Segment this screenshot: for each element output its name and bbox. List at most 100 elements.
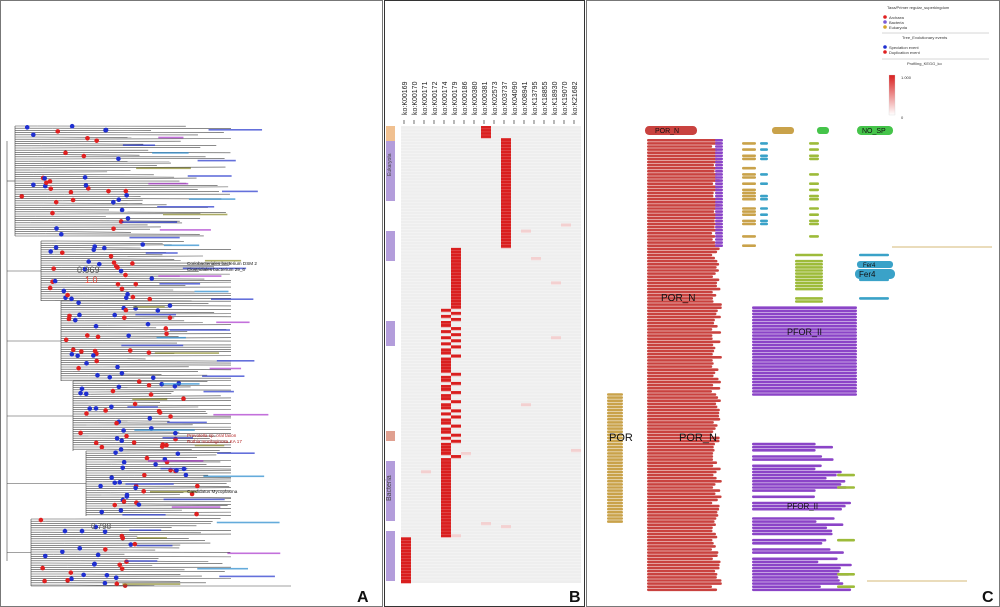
- event-dot: [42, 175, 47, 181]
- domain-pfor-ii: [752, 569, 840, 573]
- heatmap-cell: [441, 525, 451, 529]
- tip-label-mark: [209, 367, 242, 370]
- heatmap-cell: [441, 515, 451, 520]
- tree-leaf-branch: [90, 368, 232, 371]
- domain-pfor-ii: [752, 312, 857, 316]
- domain-por-n: [647, 430, 714, 433]
- domain-por-n: [647, 402, 717, 406]
- heatmap-cell: [401, 564, 411, 569]
- tip-label-mark: [156, 336, 186, 339]
- event-dot: [53, 245, 59, 250]
- domain-fer4: [859, 278, 889, 282]
- taxonomy-strip: [386, 461, 395, 521]
- event-dot: [52, 278, 58, 284]
- domain-fer4: [760, 194, 768, 198]
- domain-por-n: [647, 266, 717, 269]
- heatmap-column-label: ko:K21682: [572, 81, 579, 115]
- domain-por-n: [647, 185, 721, 189]
- heatmap-cell: [441, 388, 451, 392]
- domain-por-n: [647, 470, 717, 474]
- event-dot: [62, 528, 68, 534]
- domain-olive: [795, 272, 823, 275]
- heatmap-cell: [441, 500, 451, 505]
- event-dot: [92, 348, 98, 354]
- domain-por-n: [647, 523, 716, 526]
- tree-leaf-branch: [127, 503, 232, 505]
- domain-por-n: [647, 436, 720, 440]
- domain-por-n: [647, 545, 716, 548]
- domain-pfor-ii: [715, 219, 723, 223]
- heatmap-cell: [441, 314, 451, 319]
- tip-label-mark: [161, 383, 200, 385]
- domain-por-n: [647, 542, 714, 545]
- tip-label-mark: [203, 390, 234, 393]
- domain-por: [742, 244, 756, 247]
- heatmap-cell: [451, 253, 461, 258]
- heatmap-cell: [451, 455, 461, 459]
- domain-por-n: [647, 362, 714, 365]
- domain-por-n: [647, 356, 722, 359]
- domain-por-n: [647, 216, 717, 220]
- tip-label-mark: [216, 321, 250, 324]
- heatmap-cell: [501, 235, 511, 240]
- heatmap-cell: [441, 421, 451, 425]
- event-dot: [111, 226, 116, 232]
- event-dot: [72, 317, 78, 323]
- heatmap-cell: [501, 180, 511, 185]
- domain-por-n: [647, 526, 713, 530]
- domain-por-n: [647, 424, 718, 427]
- heatmap-cell: [441, 330, 451, 334]
- event-dot: [133, 485, 138, 491]
- domain-por: [607, 464, 623, 468]
- domain-pfor-ii: [752, 579, 840, 582]
- domain-por-n: [647, 582, 722, 585]
- heatmap-cell: [441, 482, 451, 486]
- domain-pfor-ii: [715, 154, 723, 158]
- domain-por: [742, 235, 756, 238]
- domain-por-n: [647, 483, 716, 486]
- domain-por-n: [647, 148, 718, 151]
- domain-olive: [837, 473, 855, 477]
- event-dot: [120, 465, 126, 471]
- domain-por-n: [647, 529, 713, 533]
- heatmap-cell: [501, 141, 511, 145]
- domain-label: POR_N: [661, 293, 695, 304]
- heatmap-cell: [501, 162, 511, 166]
- domain-por-n: [647, 498, 718, 502]
- tip-label-mark: [222, 190, 258, 193]
- legend-taxa-label: Eukaryota: [889, 25, 908, 30]
- highlighted-taxon: Clostridiales bacterium 29_6: [187, 267, 245, 272]
- event-dot: [140, 242, 146, 247]
- heatmap-cell: [481, 135, 491, 139]
- heatmap-cell: [441, 342, 451, 346]
- event-dot: [119, 566, 125, 572]
- domain-olive: [809, 154, 819, 158]
- domain-pfor-ii: [752, 483, 842, 486]
- heatmap-cell: [451, 317, 461, 322]
- heatmap-cell: [441, 451, 451, 456]
- event-dot: [130, 294, 136, 300]
- event-dot: [24, 125, 30, 130]
- domain-por: [742, 148, 756, 151]
- heatmap-cell: [441, 442, 451, 447]
- domain-olive: [837, 585, 855, 588]
- domain-por: [607, 408, 623, 412]
- domain-pfor-ii: [752, 356, 857, 359]
- domain-pfor-ii: [752, 526, 828, 530]
- domain-olive: [809, 148, 819, 151]
- heatmap-cell: [451, 400, 461, 404]
- domain-por-n: [647, 374, 714, 378]
- domain-por-n: [647, 179, 721, 182]
- event-dot: [116, 197, 122, 203]
- domain-por: [607, 445, 623, 449]
- tip-label-mark: [136, 167, 191, 170]
- domain-por-n: [647, 346, 716, 350]
- domain-pfor-ii: [752, 486, 847, 489]
- domain-por: [607, 470, 623, 474]
- domain-pfor-ii: [752, 548, 831, 551]
- tree-leaf-branch: [51, 220, 180, 222]
- domain-por-n: [647, 219, 715, 223]
- domain-pfor-ii: [752, 542, 823, 545]
- heatmap-column-label: ko:K18855: [542, 81, 549, 115]
- domain-por-n: [647, 396, 719, 399]
